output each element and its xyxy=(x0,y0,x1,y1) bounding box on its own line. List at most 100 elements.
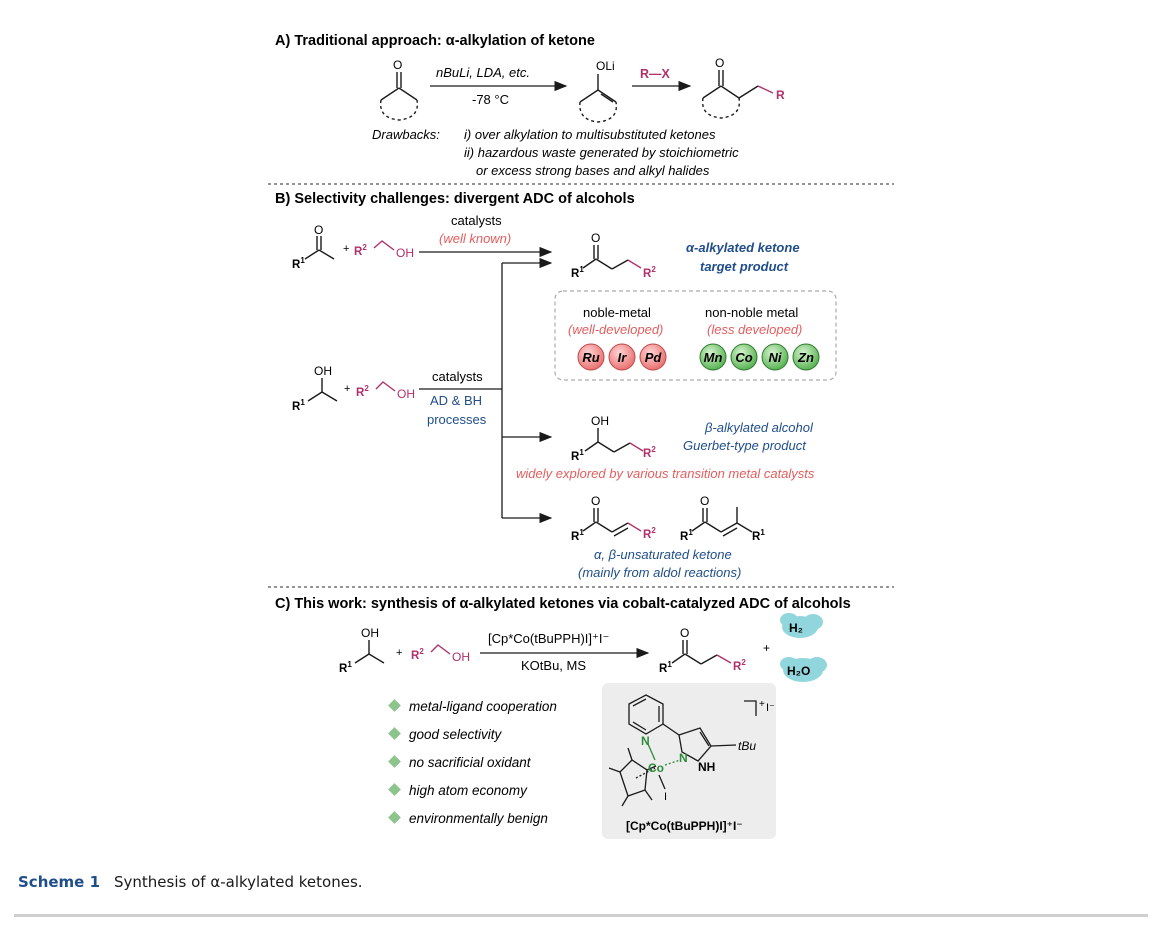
enone1-r1: R1 xyxy=(571,528,584,543)
drawback-item-3: or excess strong bases and alkyl halides xyxy=(476,163,710,178)
metal-ball-co xyxy=(730,343,758,371)
b-oh-2: OH xyxy=(397,387,415,401)
complex-charge: + xyxy=(759,699,765,710)
complex-n-pyridine: N xyxy=(641,734,650,748)
unsat-label-1: α, β-unsaturated ketone xyxy=(594,547,732,562)
metal-ball-zn xyxy=(792,343,820,371)
enone2-r1-left: R1 xyxy=(680,528,693,543)
beta-label-1: β-alkylated alcohol xyxy=(704,420,814,435)
feature-item: high atom economy xyxy=(409,783,528,798)
metal-ball-mn xyxy=(699,343,727,371)
target-label-2: target product xyxy=(700,259,789,274)
product-oxygen: O xyxy=(715,56,724,70)
c-catalyst-label: [Cp*Co(tBuPPH)I]⁺I⁻ xyxy=(488,631,609,646)
unsat-label-2: (mainly from aldol reactions) xyxy=(578,565,741,580)
ketone-oxygen: O xyxy=(393,58,402,72)
metal-symbol-zn: Zn xyxy=(797,350,814,365)
caption-text: Synthesis of α-alkylated ketones. xyxy=(114,873,363,891)
c-conditions-label: KOtBu, MS xyxy=(521,658,586,673)
noble-sub-label: (well-developed) xyxy=(568,322,663,337)
catalysts-top-label: catalysts xyxy=(451,213,502,228)
feature-item: environmentally benign xyxy=(409,811,548,826)
c-r2-alcohol: R2 xyxy=(411,647,424,662)
metal-ball-ni xyxy=(761,343,789,371)
c-oh-sec: OH xyxy=(361,626,379,640)
complex-counterion: I⁻ xyxy=(766,702,775,714)
b-r2-alcohol-2: R2 xyxy=(356,384,369,399)
h2-cloud xyxy=(780,613,823,638)
reagent-nbuli: nBuLi, LDA, etc. xyxy=(436,65,530,80)
complex-n-pyrazole: N xyxy=(679,751,688,765)
c-oh-primary: OH xyxy=(452,650,470,664)
complex-box xyxy=(602,683,776,839)
target-o: O xyxy=(591,231,600,245)
b-alkyl-chain-2 xyxy=(375,381,396,392)
complex-co: Co xyxy=(648,761,664,775)
enolate-oli: OLi xyxy=(596,59,615,73)
enone2-o: O xyxy=(700,494,709,508)
b-r1-alcohol: R1 xyxy=(292,398,305,413)
b-alkyl-chain-1 xyxy=(373,240,395,251)
ad-bh-label: AD & BH xyxy=(430,393,482,408)
enone-structure-1 xyxy=(582,508,642,537)
enone1-r2: R2 xyxy=(643,526,656,541)
metal-symbol-ni: Ni xyxy=(769,350,782,365)
alkylated-ketone-structure xyxy=(701,70,774,119)
well-known-label: (well known) xyxy=(439,231,511,246)
complex-tbu: tBu xyxy=(738,739,756,753)
feature-item: no sacrificial oxidant xyxy=(409,755,532,770)
beta-alcohol-structure xyxy=(584,428,644,453)
bottom-rule xyxy=(14,914,1148,917)
non-noble-metal-label: non-noble metal xyxy=(705,305,798,320)
feature-bullet-icon xyxy=(388,811,401,824)
feature-item: good selectivity xyxy=(409,727,503,742)
feature-bullet-icon xyxy=(388,727,401,740)
section-b-title: B) Selectivity challenges: divergent ADC… xyxy=(275,191,635,207)
target-r2: R2 xyxy=(643,265,656,280)
c-plus-2: + xyxy=(763,641,770,655)
target-label-1: α-alkylated ketone xyxy=(686,240,800,255)
noble-metal-label: noble-metal xyxy=(583,305,651,320)
processes-label: processes xyxy=(427,412,487,427)
b-plus-1: + xyxy=(343,243,349,255)
c-secondary-alcohol xyxy=(354,640,385,664)
b-ketone-o: O xyxy=(314,223,323,237)
beta-label-2: Guerbet-type product xyxy=(683,438,807,453)
h2-label: H₂ xyxy=(789,621,803,635)
reagent-temperature: -78 °C xyxy=(472,92,509,107)
complex-nh: NH xyxy=(698,760,715,774)
product-r: R xyxy=(776,88,785,102)
metal-ball-pd xyxy=(639,343,667,371)
secondary-alcohol-structure xyxy=(307,378,338,402)
target-ketone-structure xyxy=(582,245,642,270)
section-c-title: C) This work: synthesis of α-alkylated k… xyxy=(275,596,851,612)
target-r1: R1 xyxy=(571,265,584,280)
h2o-label: H₂O xyxy=(787,664,810,678)
catalysts-mid-label: catalysts xyxy=(432,369,483,384)
b-r1-ketone: R1 xyxy=(292,256,305,271)
metal-ball-ir xyxy=(608,343,636,371)
drawbacks-label: Drawbacks: xyxy=(372,127,440,142)
complex-label: [Cp*Co(tBuPPH)I]⁺I⁻ xyxy=(626,819,743,833)
cyclic-ketone-structure xyxy=(379,72,419,121)
drawback-item-1: i) over alkylation to multisubstituted k… xyxy=(464,127,716,142)
c-product-r1: R1 xyxy=(659,660,672,675)
drawback-item-2: ii) hazardous waste generated by stoichi… xyxy=(464,145,739,160)
cobalt-complex-structure xyxy=(608,694,757,807)
beta-oh: OH xyxy=(591,414,609,428)
c-product-ketone xyxy=(671,640,732,665)
b-r2-alcohol-1: R2 xyxy=(354,243,367,258)
widely-explored-label: widely explored by various transition me… xyxy=(516,466,815,481)
section-a-title: A) Traditional approach: α-alkylation of… xyxy=(275,33,595,49)
enone1-o: O xyxy=(591,494,600,508)
c-product-o: O xyxy=(680,626,689,640)
feature-bullet-icon xyxy=(388,699,401,712)
caption-label: Scheme 1 xyxy=(18,873,101,891)
b-plus-2: + xyxy=(344,383,350,395)
metal-symbol-co: Co xyxy=(735,350,752,365)
h2o-cloud xyxy=(780,657,827,682)
